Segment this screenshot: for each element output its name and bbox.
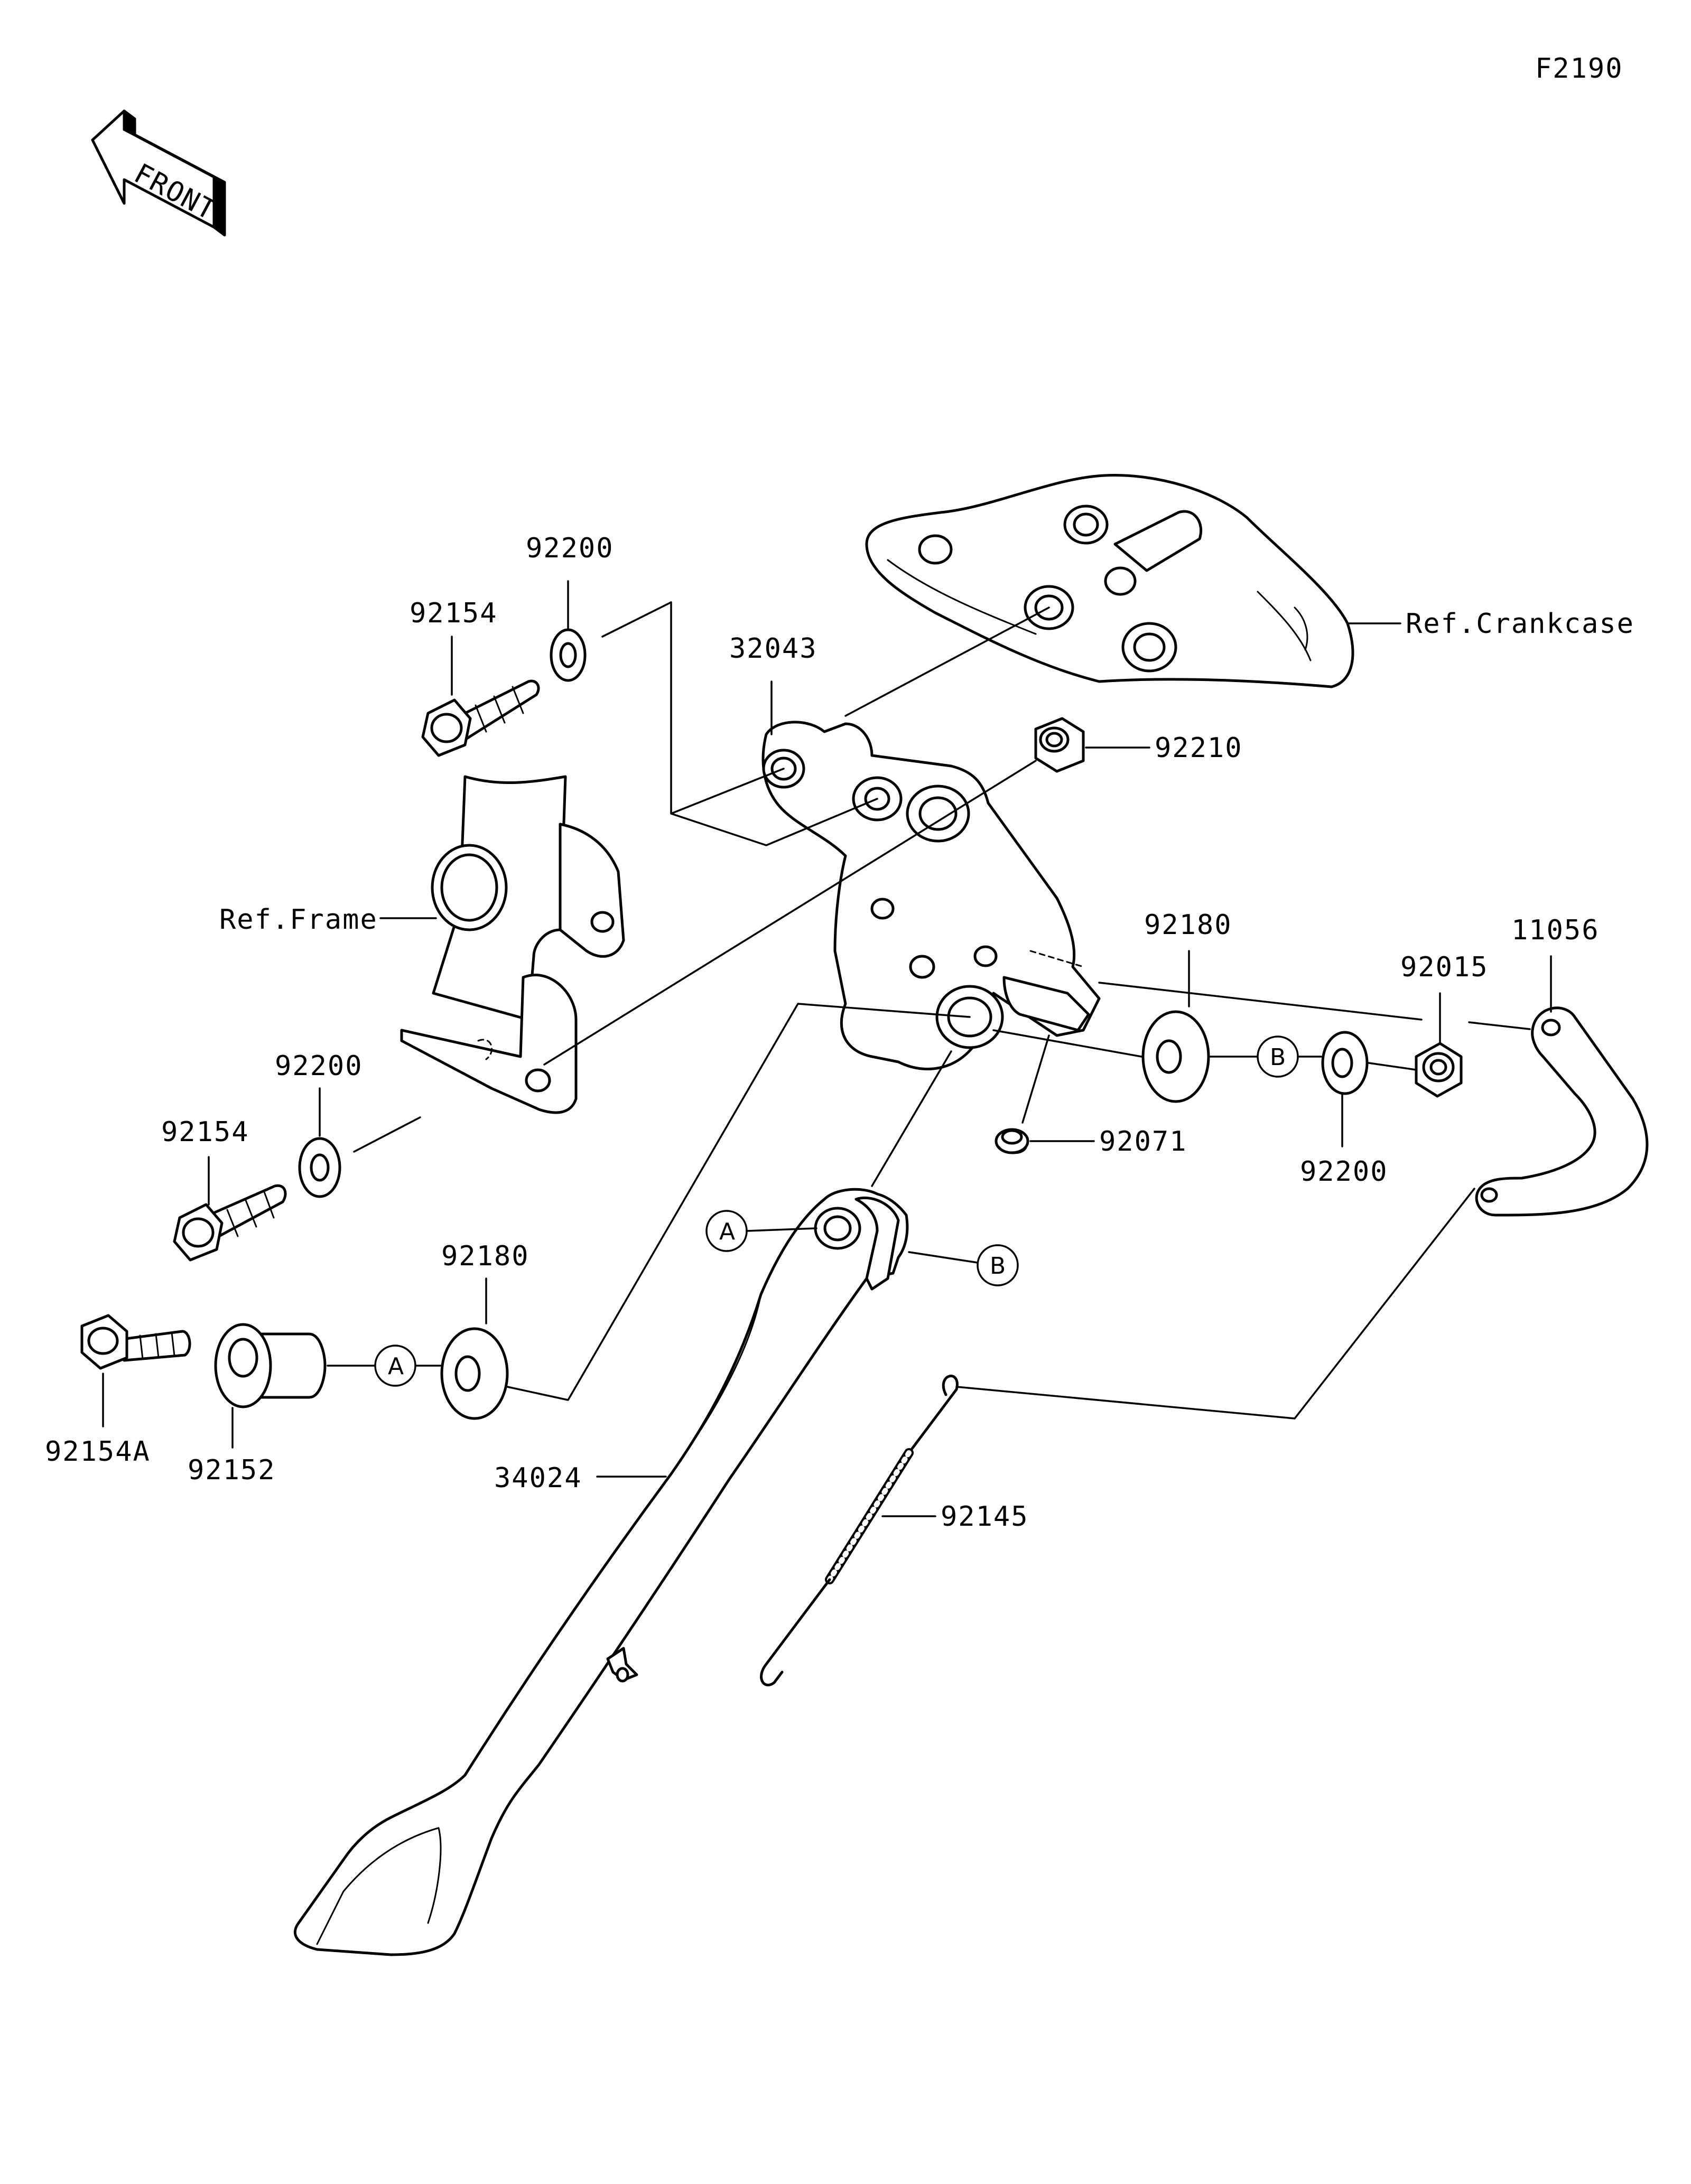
label-92154a: 92154A — [45, 1436, 151, 1468]
label-92180-left: 92180 — [441, 1240, 529, 1272]
label-32043: 32043 — [729, 633, 817, 665]
label-92145: 92145 — [941, 1501, 1029, 1533]
label-11056: 11056 — [1511, 914, 1600, 946]
align-line-92071 — [1021, 1034, 1050, 1124]
crankcase-reference-casting — [865, 474, 1354, 688]
align-line-b-stand — [908, 1251, 979, 1264]
marker-b-stand-text: B — [990, 1253, 1006, 1280]
label-92015: 92015 — [1400, 951, 1489, 983]
washer-92180-right — [1141, 1010, 1210, 1103]
nut-92015 — [1415, 1042, 1463, 1098]
marker-b-right-text: B — [1270, 1044, 1286, 1071]
align-line-crankcase — [844, 606, 1050, 717]
label-92200-left: 92200 — [275, 1050, 363, 1082]
bolt-92154-top — [421, 679, 540, 757]
align-line-top-2 — [670, 768, 785, 815]
align-line-92210 — [543, 760, 1037, 1066]
align-line-11056 — [1098, 982, 1423, 1021]
diagram-code: F2190 — [1535, 53, 1623, 85]
label-92200-top: 92200 — [526, 533, 614, 564]
washer-92200-top — [550, 628, 587, 682]
align-line-spring — [955, 1188, 1475, 1420]
align-line-a-stand — [746, 1227, 817, 1232]
align-line-left-washer — [353, 1116, 421, 1153]
label-34024: 34024 — [494, 1462, 582, 1494]
spring-plate-11056 — [1475, 1006, 1649, 1217]
pin-92071 — [995, 1128, 1029, 1154]
marker-a-stand-text: A — [719, 1218, 735, 1245]
align-line-11056-b — [1468, 1021, 1531, 1030]
marker-a-left-text: A — [388, 1353, 404, 1380]
align-line-92180-left — [506, 1003, 971, 1401]
bolt-92154-left — [173, 1184, 287, 1262]
label-92152: 92152 — [188, 1454, 276, 1486]
side-stand-34024 — [293, 1188, 909, 1956]
washer-92180-left — [440, 1327, 509, 1420]
washer-92200-right — [1321, 1031, 1369, 1095]
label-92154-top: 92154 — [410, 598, 498, 629]
spring-92145 — [760, 1375, 959, 1686]
ref-crankcase-label: Ref.Crankcase — [1406, 608, 1634, 640]
label-92210: 92210 — [1155, 732, 1243, 764]
label-92180-right: 92180 — [1144, 909, 1232, 941]
frame-reference-tube — [400, 775, 625, 1114]
collar-92152 — [214, 1323, 327, 1408]
marker-b-stand — [977, 1244, 1019, 1286]
front-arrow-icon: FRONT — [91, 109, 226, 237]
align-line-stand-bracket — [871, 1050, 952, 1187]
label-92071: 92071 — [1099, 1126, 1187, 1158]
nut-92210 — [1034, 717, 1085, 773]
label-92200-right: 92200 — [1300, 1156, 1388, 1188]
bolt-92154a — [80, 1314, 191, 1370]
bracket-32043 — [761, 721, 1101, 1070]
label-92154-left: 92154 — [161, 1116, 249, 1148]
align-line-92180-right — [992, 1029, 1142, 1058]
align-line-92015 — [1368, 1062, 1417, 1071]
ref-frame-label: Ref.Frame — [219, 904, 378, 936]
washer-92200-left — [298, 1137, 341, 1198]
